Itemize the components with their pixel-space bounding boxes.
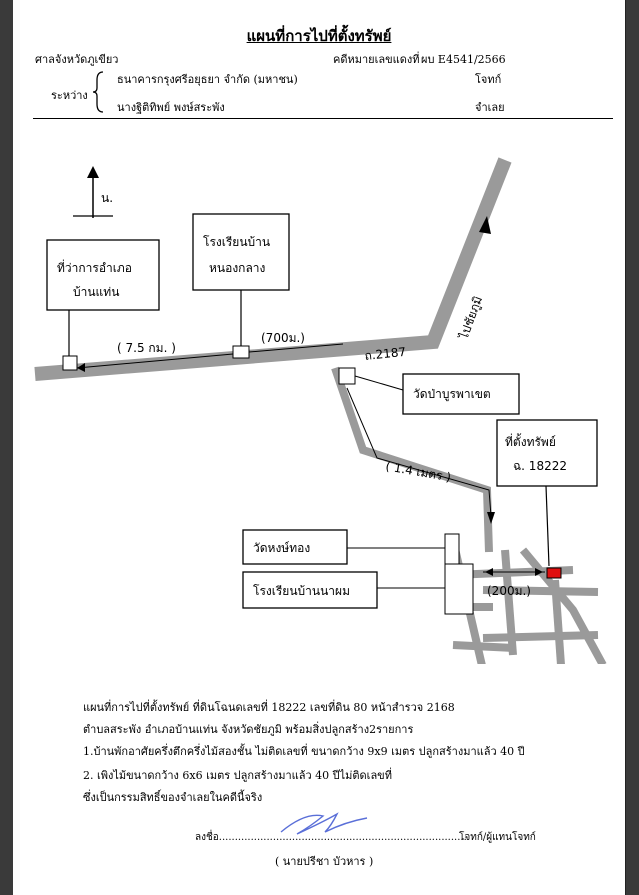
signature-role: โจทก์/ผู้แทนโจทก์	[459, 832, 536, 843]
document-page: แผนที่การไปที่ตั้งทรัพย์ ศาลจังหวัดภูเขี…	[13, 0, 626, 895]
signature-line: ลงชื่อ..................................…	[195, 832, 467, 843]
road-label-2187: ถ.2187	[364, 345, 407, 363]
temple-2-box	[242, 529, 348, 565]
school-bottom-box	[242, 571, 378, 609]
svg-text:โรงเรียนบ้าน: โรงเรียนบ้าน	[203, 235, 270, 249]
temple-1-box	[402, 373, 520, 415]
description-line-1: แผนที่การไปที่ตั้งทรัพย์ ที่ดินโฉนดเลขที…	[83, 701, 455, 714]
district-office-box	[46, 239, 160, 311]
description-line-2: ตำบลสระพัง อำเภอบ้านแท่น จังหวัดชัยภูมิ …	[83, 723, 414, 736]
page-title: แผนที่การไปที่ตั้งทรัพย์	[246, 27, 392, 45]
signer-name: ( นายปรีชา บัวหาร )	[275, 855, 374, 868]
north-arrow-icon	[73, 166, 113, 218]
school-bottom-label: โรงเรียนบ้านนาผม	[253, 584, 350, 598]
distance-label-2: (700ม.)	[261, 331, 305, 345]
school-top-box	[192, 213, 290, 291]
svg-text:ที่ตั้งทรัพย์: ที่ตั้งทรัพย์	[505, 433, 556, 449]
plaintiff-name: ธนาคารกรุงศรีอยุธยา จำกัด (มหาชน)	[117, 73, 298, 86]
distance-label-4: (200ม.)	[487, 584, 531, 598]
description-line-4: 2. เพิงไม้ขนาดกว้าง 6x6 เมตร ปลูกสร้างมา…	[83, 769, 392, 782]
temple-1-label: วัดป่าบูรพาเขต	[413, 387, 491, 402]
signature-scribble	[280, 812, 368, 835]
district-office-label-2: บ้านแท่น	[73, 285, 119, 299]
side-road	[331, 366, 493, 553]
description-line-5: ซึ่งเป็นกรรมสิทธิ์ของจำเลยในคดีนี้จริง	[83, 791, 263, 804]
road-label-chaiyaphum: ไปชัยภูมิ	[456, 294, 486, 342]
plaintiff-role: โจทก์	[475, 73, 502, 86]
property-marker	[546, 567, 562, 579]
svg-text:ฉ. 18222: ฉ. 18222	[513, 459, 567, 473]
svg-text:หนองกลาง: หนองกลาง	[209, 261, 265, 275]
location-map: น. ที่ว่าการอำเภอ บ้านแท่น โรงเรียนบ้าน …	[33, 157, 625, 672]
header-divider	[33, 118, 613, 119]
property-box	[496, 419, 598, 487]
brace-icon	[92, 71, 104, 113]
court-name: ศาลจังหวัดภูเขียว	[35, 53, 119, 66]
defendant-name: นางฐิติทิพย์ พงษ์สระพัง	[117, 101, 225, 114]
description-line-3: 1.บ้านพักอาศัยครึ่งตึกครึ่งไม้สองชั้น ไม…	[83, 745, 525, 758]
main-road	[34, 157, 512, 381]
north-label: น.	[101, 191, 113, 205]
case-number: ผบ E4541/2566	[421, 53, 506, 66]
temple-2-label: วัดหงษ์ทอง	[253, 541, 310, 555]
distance-label-1: ( 7.5 กม. )	[117, 341, 176, 355]
case-label: คดีหมายเลขแดงที่	[333, 53, 420, 66]
defendant-role: จำเลย	[475, 101, 505, 114]
local-roads	[449, 539, 607, 671]
between-label: ระหว่าง	[51, 89, 88, 102]
district-office-label-1: ที่ว่าการอำเภอ	[57, 259, 132, 275]
